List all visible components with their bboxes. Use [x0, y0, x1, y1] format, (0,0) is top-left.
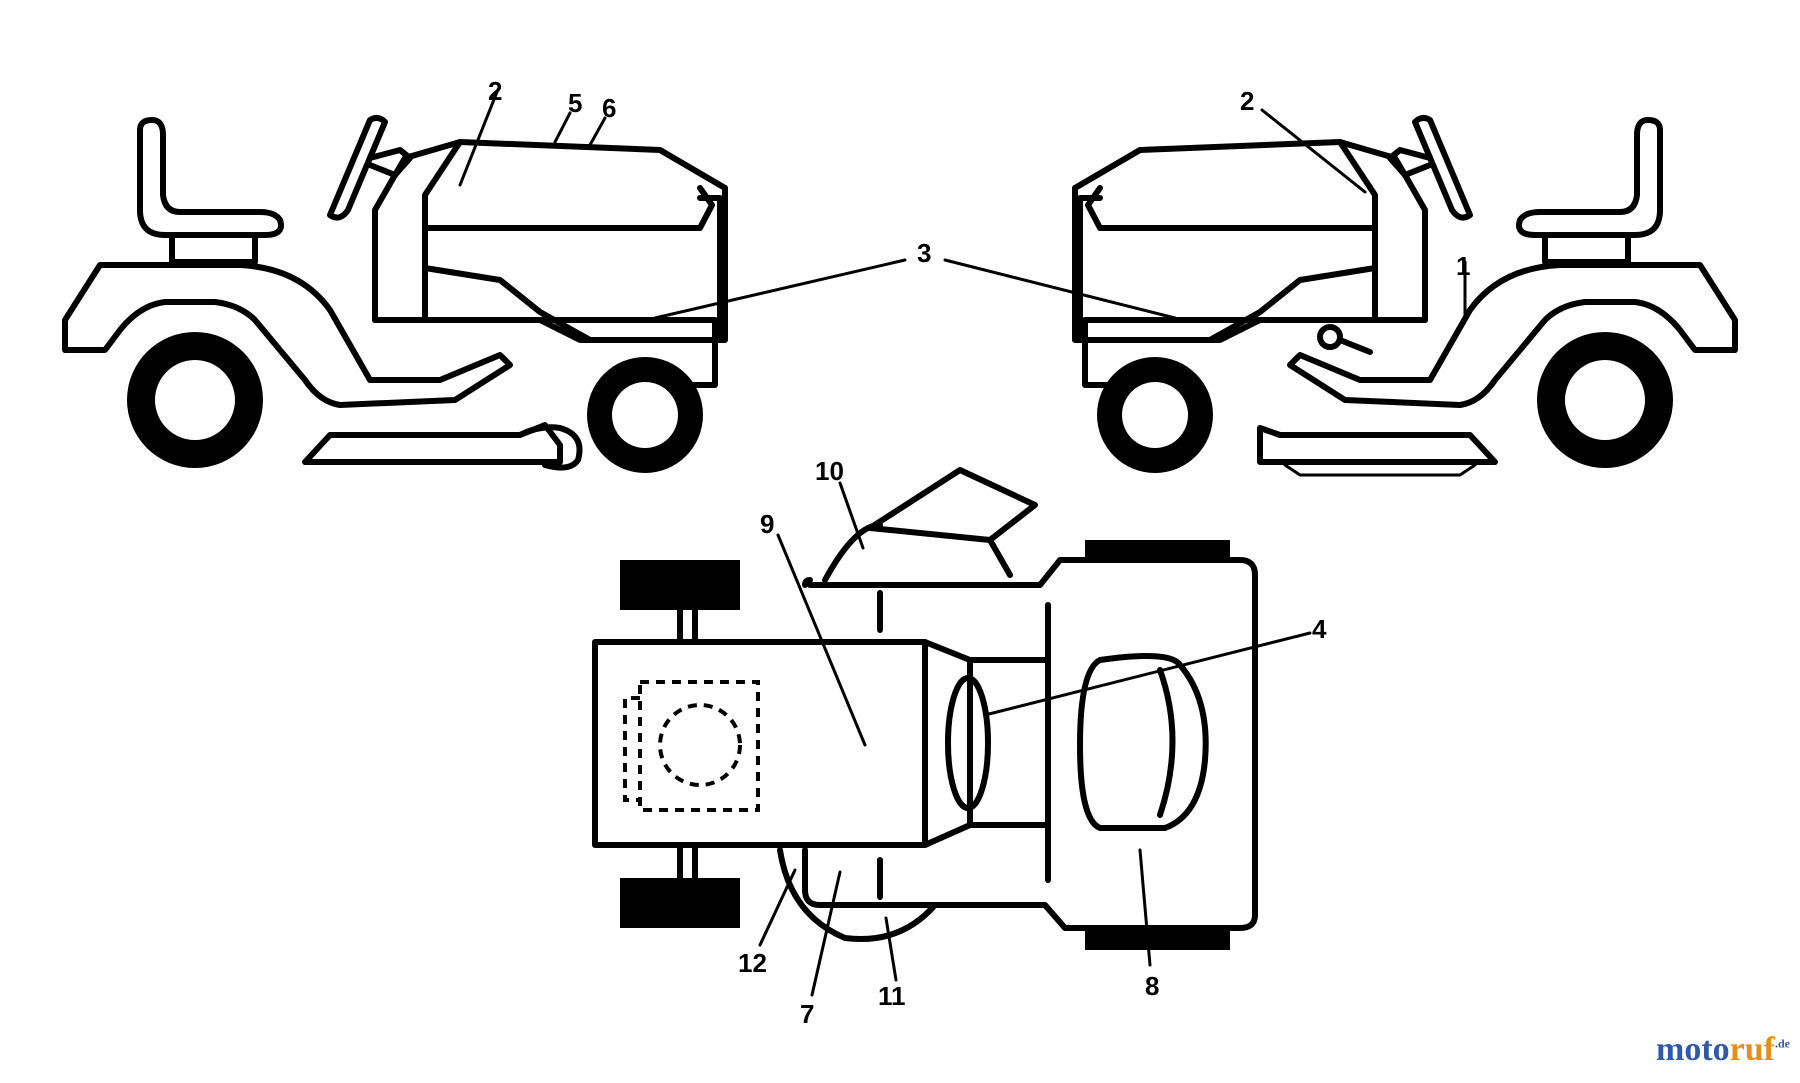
callout-2-right: 2: [1240, 86, 1254, 116]
callout-9: 9: [760, 509, 774, 539]
watermark-suffix: .de: [1775, 1036, 1790, 1051]
motoruf-watermark: motoruf.de: [1656, 1031, 1790, 1069]
callout-1: 1: [1456, 251, 1470, 281]
callout-3: 3: [917, 238, 931, 268]
watermark-part2: ruf: [1729, 1031, 1775, 1068]
callout-labels: 2 5 6 3 2 1 4 9 10 12 7 11 8: [488, 76, 1470, 1029]
watermark-part1: moto: [1656, 1031, 1730, 1068]
callout-5: 5: [568, 88, 582, 118]
callout-7: 7: [800, 999, 814, 1029]
tractor-top-view: [592, 467, 1258, 950]
callout-10: 10: [815, 456, 844, 486]
callout-8: 8: [1145, 971, 1159, 1001]
tractor-left-side-view: [62, 114, 728, 473]
callout-4: 4: [1312, 614, 1327, 644]
tractor-right-side-view: [1072, 114, 1738, 477]
callout-12: 12: [738, 948, 767, 978]
callout-11: 11: [878, 981, 906, 1011]
callout-6: 6: [602, 93, 616, 123]
leader-lines: [458, 90, 1467, 997]
callout-2-left: 2: [488, 76, 502, 106]
